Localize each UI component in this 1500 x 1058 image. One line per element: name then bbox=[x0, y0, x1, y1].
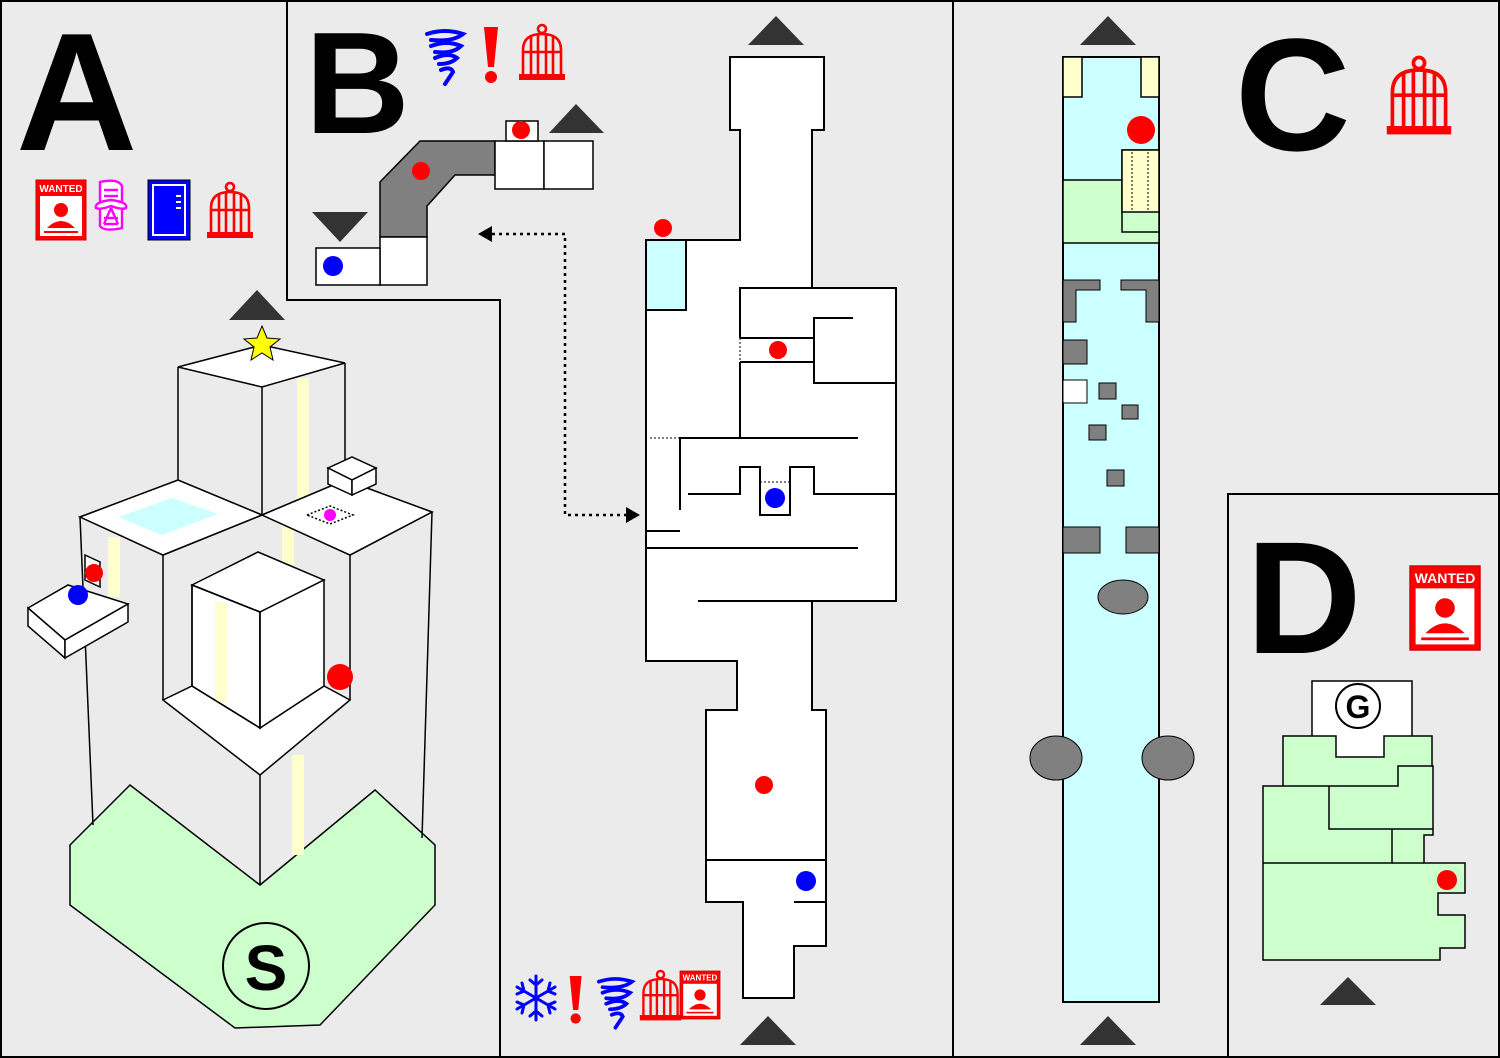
area-b: B bbox=[305, 2, 897, 1045]
red-marker[interactable] bbox=[755, 776, 773, 794]
red-marker[interactable] bbox=[327, 664, 353, 690]
tornado-icon bbox=[597, 977, 634, 1030]
inner-cube bbox=[190, 551, 326, 730]
switch-tile bbox=[304, 505, 356, 525]
goal-building bbox=[1262, 735, 1466, 961]
goal-interior-walls bbox=[1263, 765, 1433, 864]
wanted-poster-icon: WANTED bbox=[679, 970, 721, 1020]
up-arrow-icon[interactable] bbox=[229, 290, 285, 320]
start-marker bbox=[222, 922, 310, 1010]
area-a-label: A bbox=[16, 0, 137, 186]
goal-label: G bbox=[1346, 689, 1371, 725]
area-c: C bbox=[1029, 5, 1454, 1045]
red-marker[interactable] bbox=[769, 341, 787, 359]
scroll-icon bbox=[94, 179, 128, 231]
stone-blocks bbox=[1029, 279, 1195, 781]
area-d: D WANTED G bbox=[1246, 508, 1481, 1005]
area-a: A WANTED bbox=[16, 0, 436, 1029]
birdcage-icon bbox=[638, 969, 683, 1022]
up-arrow-icon[interactable] bbox=[1320, 977, 1376, 1005]
start-zone bbox=[69, 784, 436, 1029]
up-arrow-icon[interactable] bbox=[1080, 16, 1136, 45]
small-crate bbox=[326, 456, 378, 497]
area-c-label: C bbox=[1235, 5, 1351, 184]
birdcage-icon bbox=[205, 181, 255, 240]
exclamation-icon bbox=[569, 976, 582, 1024]
goal-marker bbox=[1335, 683, 1381, 729]
magenta-marker[interactable] bbox=[324, 509, 336, 521]
blue-marker[interactable] bbox=[765, 488, 785, 508]
red-marker[interactable] bbox=[85, 564, 103, 582]
blue-marker[interactable] bbox=[323, 256, 343, 276]
birdcage-icon bbox=[517, 23, 567, 82]
locker-icon bbox=[147, 179, 191, 241]
up-arrow-icon[interactable] bbox=[549, 104, 604, 133]
area-b-upper-section bbox=[312, 104, 604, 286]
connection-arrow bbox=[478, 226, 640, 523]
area-b-dotted-walls bbox=[650, 338, 815, 483]
wanted-poster-icon: WANTED bbox=[35, 179, 87, 241]
up-arrow-icon[interactable] bbox=[1080, 1016, 1136, 1045]
blue-marker[interactable] bbox=[68, 585, 88, 605]
red-marker[interactable] bbox=[1127, 116, 1155, 144]
area-a-items: WANTED bbox=[35, 179, 255, 241]
tower-structure bbox=[79, 511, 433, 885]
area-b-label: B bbox=[305, 2, 410, 164]
down-arrow-icon[interactable] bbox=[312, 212, 368, 242]
area-b-interior-walls bbox=[645, 239, 896, 903]
tower-top bbox=[177, 344, 346, 515]
wanted-text: WANTED bbox=[1415, 570, 1476, 586]
water-tile bbox=[118, 498, 218, 535]
up-arrow-icon[interactable] bbox=[740, 1016, 796, 1045]
tornado-icon bbox=[425, 29, 465, 86]
wanted-text: WANTED bbox=[39, 184, 82, 195]
birdcage-icon bbox=[1384, 55, 1454, 137]
area-b-main-section bbox=[645, 56, 897, 999]
star-icon[interactable] bbox=[242, 324, 282, 362]
area-b-items-bottom: WANTED bbox=[515, 969, 721, 1030]
blue-marker[interactable] bbox=[796, 871, 816, 891]
wanted-poster-icon: WANTED bbox=[1409, 565, 1481, 651]
red-marker[interactable] bbox=[512, 121, 530, 139]
red-marker[interactable] bbox=[412, 162, 430, 180]
area-b-items-top bbox=[425, 23, 567, 86]
up-arrow-icon[interactable] bbox=[748, 16, 804, 45]
area-d-label: D bbox=[1246, 508, 1362, 687]
red-marker[interactable] bbox=[1437, 870, 1457, 890]
wanted-text: WANTED bbox=[683, 974, 718, 983]
red-marker[interactable] bbox=[654, 219, 672, 237]
snowflake-icon bbox=[515, 974, 557, 1022]
start-label: S bbox=[245, 932, 288, 1004]
exclamation-icon bbox=[484, 27, 498, 83]
